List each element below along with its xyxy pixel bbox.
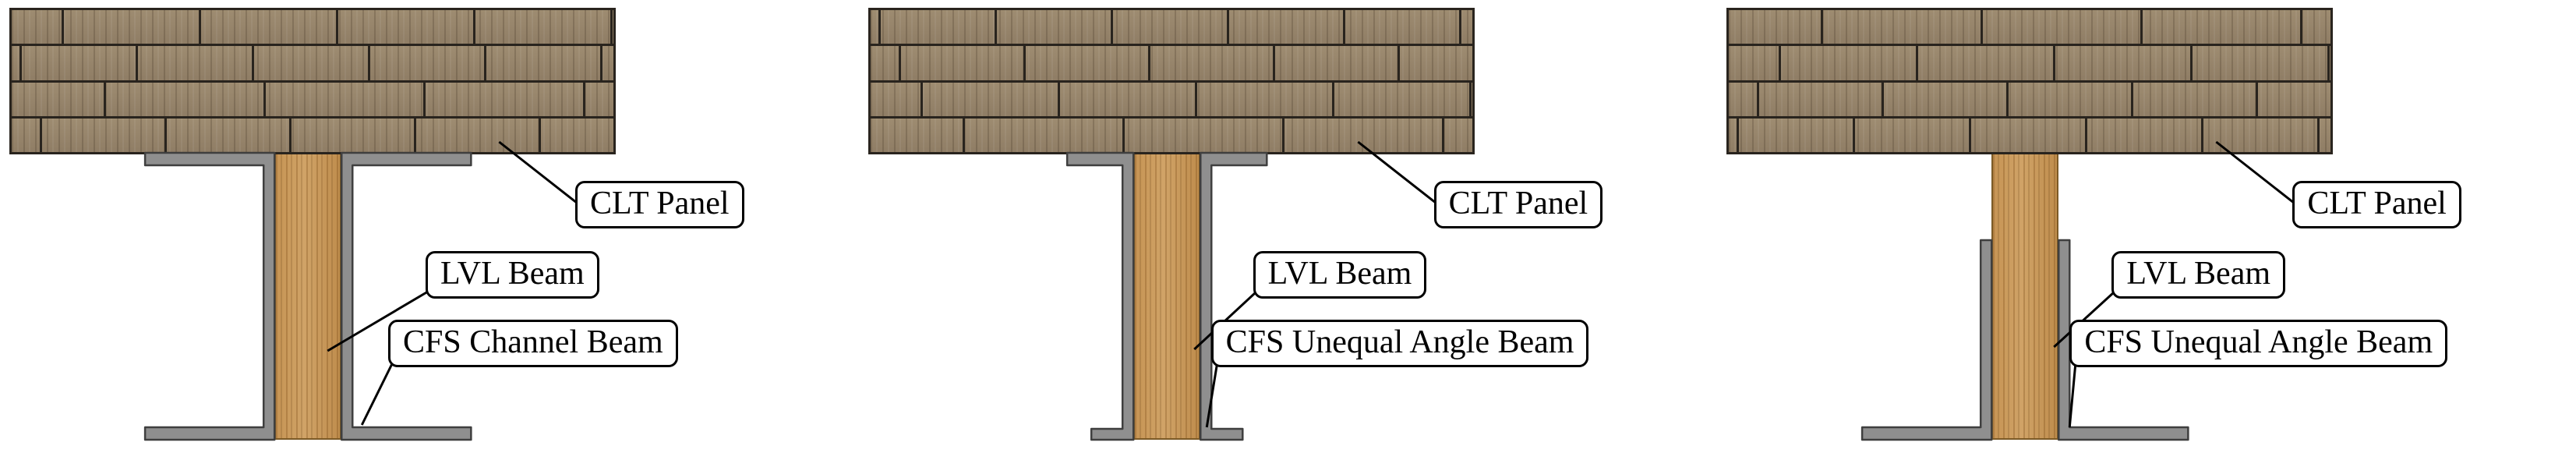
label-lvl-beam: LVL Beam [2111,251,2286,299]
label-clt-panel-text: CLT Panel [2307,186,2447,221]
clt-layer [870,46,1472,83]
clt-layer [1729,82,2331,119]
label-lvl-beam-text: LVL Beam [1267,256,1412,292]
clt-layer [12,46,613,83]
clt-layer [12,10,613,47]
label-cfs-channel-beam-text: CFS Channel Beam [403,324,663,360]
cross-section-diagram-channel: CLT Panel LVL Beam CFS Channel Beam [0,0,859,453]
label-cfs-channel-beam: CFS Channel Beam [388,320,678,368]
clt-panel-graphic [868,8,1475,154]
label-lvl-beam-text: LVL Beam [2126,256,2271,292]
label-clt-panel: CLT Panel [1433,181,1603,229]
lvl-beam-graphic [274,153,341,440]
label-cfs-unequal-angle-beam: CFS Unequal Angle Beam [1210,320,1589,368]
clt-layer [1729,118,2331,152]
clt-layer [12,82,613,119]
leader-line-cfs-beam [1205,359,1219,428]
label-lvl-beam: LVL Beam [1253,251,1427,299]
clt-panel-graphic [1726,8,2334,154]
cfs-angle-left-profile [1065,151,1135,441]
cfs-angle-left-profile [1861,239,1993,441]
label-lvl-beam-text: LVL Beam [440,256,585,292]
clt-layer [1729,10,2331,47]
clt-layer [12,118,613,152]
cfs-channel-left-profile [143,151,276,441]
label-clt-panel-text: CLT Panel [590,186,730,221]
leader-line-cfs-beam [360,359,395,426]
cross-section-diagram-unequal-angle-b: CLT Panel LVL Beam CFS Unequal Angle Bea… [1717,0,2576,453]
leader-line-cfs-beam [2069,359,2078,428]
clt-layer [870,118,1472,152]
label-cfs-unequal-angle-beam-text: CFS Unequal Angle Beam [1225,324,1574,360]
clt-panel-graphic [9,8,616,154]
label-clt-panel: CLT Panel [2292,181,2461,229]
label-clt-panel: CLT Panel [575,181,744,229]
lvl-beam-graphic [1991,153,2059,440]
label-clt-panel-text: CLT Panel [1448,186,1588,221]
cross-section-diagram-unequal-angle-a: CLT Panel LVL Beam CFS Unequal Angle Bea… [859,0,1718,453]
clt-layer [870,82,1472,119]
label-cfs-unequal-angle-beam: CFS Unequal Angle Beam [2069,320,2448,368]
clt-layer [870,10,1472,47]
label-cfs-unequal-angle-beam-text: CFS Unequal Angle Beam [2084,324,2433,360]
clt-layer [1729,46,2331,83]
lvl-beam-graphic [1133,153,1200,440]
label-lvl-beam: LVL Beam [426,251,599,299]
